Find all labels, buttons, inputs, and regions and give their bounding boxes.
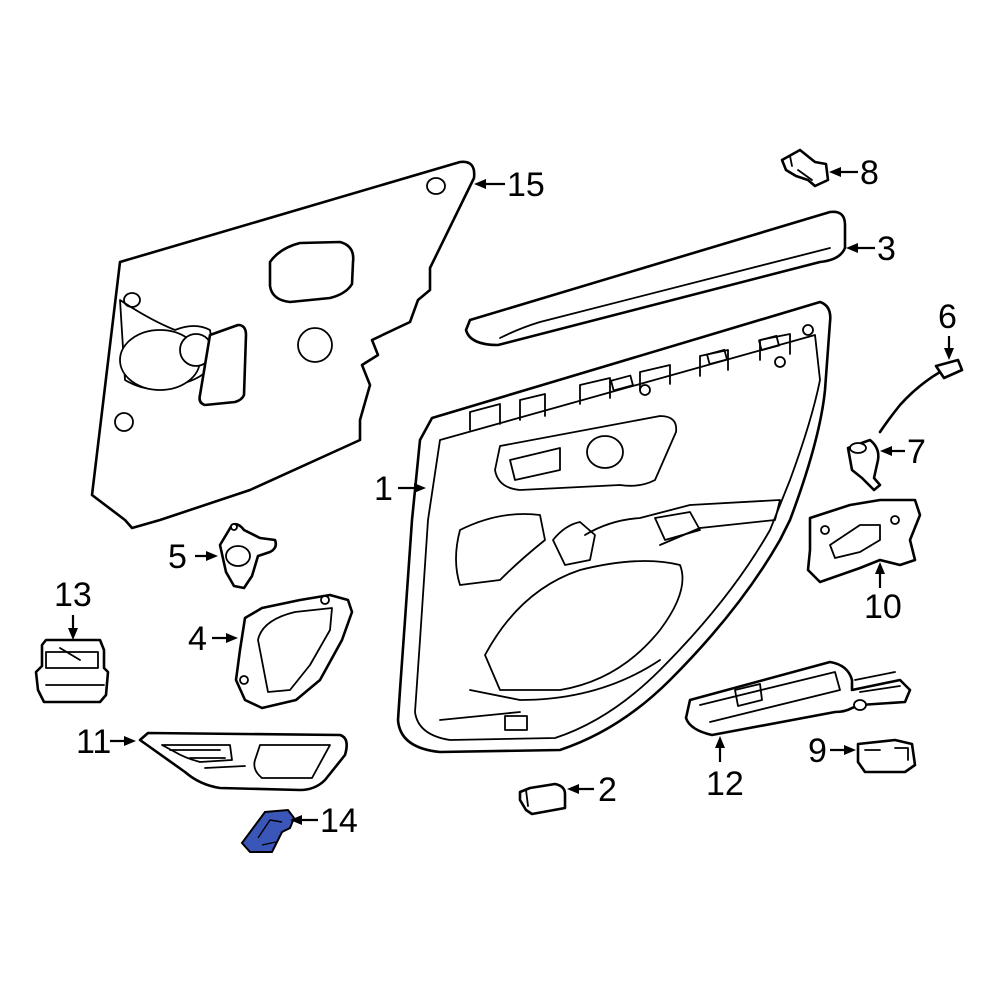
part-12-armrest-switch-panel[interactable]: [684, 660, 912, 737]
callout-label-8: 8: [860, 154, 879, 192]
callout-label-6: 6: [938, 298, 957, 336]
callout-14: 14: [290, 802, 358, 840]
part-13-switch[interactable]: [34, 638, 110, 704]
callout-15: 15: [474, 166, 545, 204]
part-11-bezel[interactable]: [138, 731, 348, 792]
callout-label-11: 11: [76, 723, 111, 761]
part-5-mount-bracket[interactable]: [218, 522, 278, 590]
callout-11: 11: [76, 723, 136, 761]
callout-label-3: 3: [877, 230, 896, 268]
callout-13: 13: [54, 576, 92, 640]
callout-12: 12: [706, 736, 744, 803]
callout-label-15: 15: [507, 166, 545, 204]
part-10-handle-bracket[interactable]: [806, 498, 922, 584]
part-6-cable[interactable]: [878, 358, 964, 434]
callout-label-13: 13: [54, 576, 92, 614]
part-14-window-switch-highlighted[interactable]: [240, 808, 296, 853]
callout-4: 4: [188, 620, 238, 658]
callout-2: 2: [567, 771, 617, 809]
part-7-actuator[interactable]: [846, 438, 882, 492]
callout-3: 3: [846, 230, 896, 268]
part-3-upper-trim[interactable]: [464, 210, 847, 347]
callout-label-9: 9: [808, 732, 827, 770]
part-14-body: [240, 808, 296, 853]
callout-label-10: 10: [864, 588, 902, 626]
callout-6: 6: [938, 298, 957, 360]
callout-1: 1: [374, 470, 426, 508]
callout-label-1: 1: [374, 470, 393, 508]
callout-9: 9: [808, 732, 856, 770]
callout-label-14: 14: [320, 802, 358, 840]
callout-8: 8: [829, 154, 879, 192]
part-8-clip[interactable]: [780, 148, 830, 188]
callout-label-12: 12: [706, 765, 744, 803]
callout-7: 7: [880, 433, 926, 471]
callout-label-2: 2: [598, 771, 617, 809]
part-1-door-panel[interactable]: [396, 300, 832, 754]
part-9-connector[interactable]: [856, 738, 917, 774]
part-15-watershield[interactable]: [90, 160, 476, 530]
part-4-handle-housing[interactable]: [234, 593, 354, 710]
callout-label-4: 4: [188, 620, 207, 658]
callout-10: 10: [864, 562, 902, 626]
callout-5: 5: [168, 538, 218, 576]
callout-label-7: 7: [907, 433, 926, 471]
part-2-cover-cap[interactable]: [518, 782, 567, 816]
callout-label-5: 5: [168, 538, 187, 576]
